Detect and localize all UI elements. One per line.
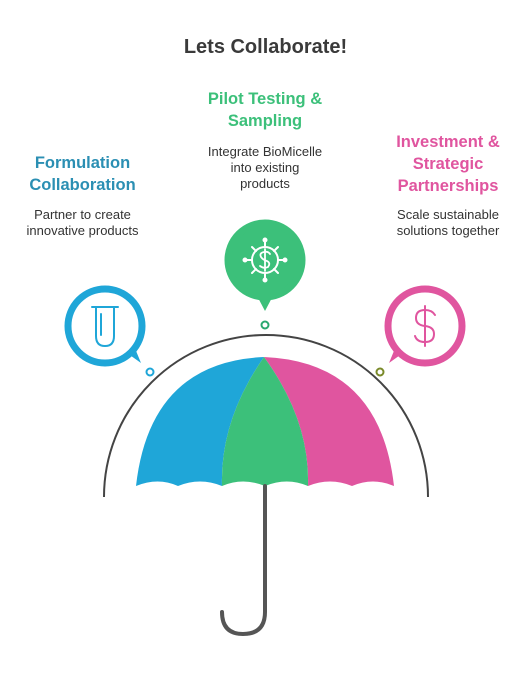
page-title: Lets Collaborate! bbox=[183, 36, 348, 58]
pilot-testing-bubble bbox=[224, 219, 306, 311]
microbe-dollar-icon bbox=[242, 237, 288, 283]
description-line: Scale sustainable bbox=[397, 207, 499, 222]
investment-bubble bbox=[384, 285, 466, 367]
pilot-testing-description: Integrate BioMicelle into existing produ… bbox=[185, 144, 345, 192]
investment-heading: Investment & Strategic Partnerships bbox=[378, 131, 518, 197]
heading-line: Strategic bbox=[412, 155, 484, 173]
description-line: Integrate BioMicelle bbox=[207, 144, 323, 159]
description-line: innovative products bbox=[26, 223, 139, 238]
connector-dot-left bbox=[145, 367, 155, 377]
description-line: solutions together bbox=[396, 223, 500, 238]
heading-line: Pilot Testing & bbox=[207, 90, 323, 108]
umbrella-panel-middle bbox=[221, 357, 309, 486]
umbrella-handle bbox=[220, 484, 267, 637]
pilot-testing-heading: Pilot Testing & Sampling bbox=[185, 88, 345, 132]
heading-line: Partnerships bbox=[397, 177, 499, 195]
formulation-description: Partner to create innovative products bbox=[10, 207, 155, 239]
connector-dot-middle bbox=[260, 320, 270, 330]
test-tube-icon bbox=[91, 306, 119, 347]
description-line: into existing bbox=[230, 160, 300, 175]
description-line: Partner to create bbox=[34, 207, 131, 222]
heading-line: Sampling bbox=[227, 112, 303, 130]
description-line: products bbox=[240, 176, 290, 191]
umbrella-panel-left bbox=[136, 357, 264, 486]
dollar-icon bbox=[414, 305, 436, 347]
formulation-bubble bbox=[64, 285, 146, 367]
connector-dot-right bbox=[375, 367, 385, 377]
heading-line: Collaboration bbox=[29, 176, 136, 194]
investment-description: Scale sustainable solutions together bbox=[378, 207, 518, 239]
heading-line: Formulation bbox=[34, 154, 131, 172]
umbrella-outer-arc bbox=[103, 334, 429, 498]
formulation-heading: Formulation Collaboration bbox=[10, 152, 155, 196]
heading-line: Investment & bbox=[396, 133, 500, 151]
umbrella-panel-right bbox=[264, 357, 394, 486]
